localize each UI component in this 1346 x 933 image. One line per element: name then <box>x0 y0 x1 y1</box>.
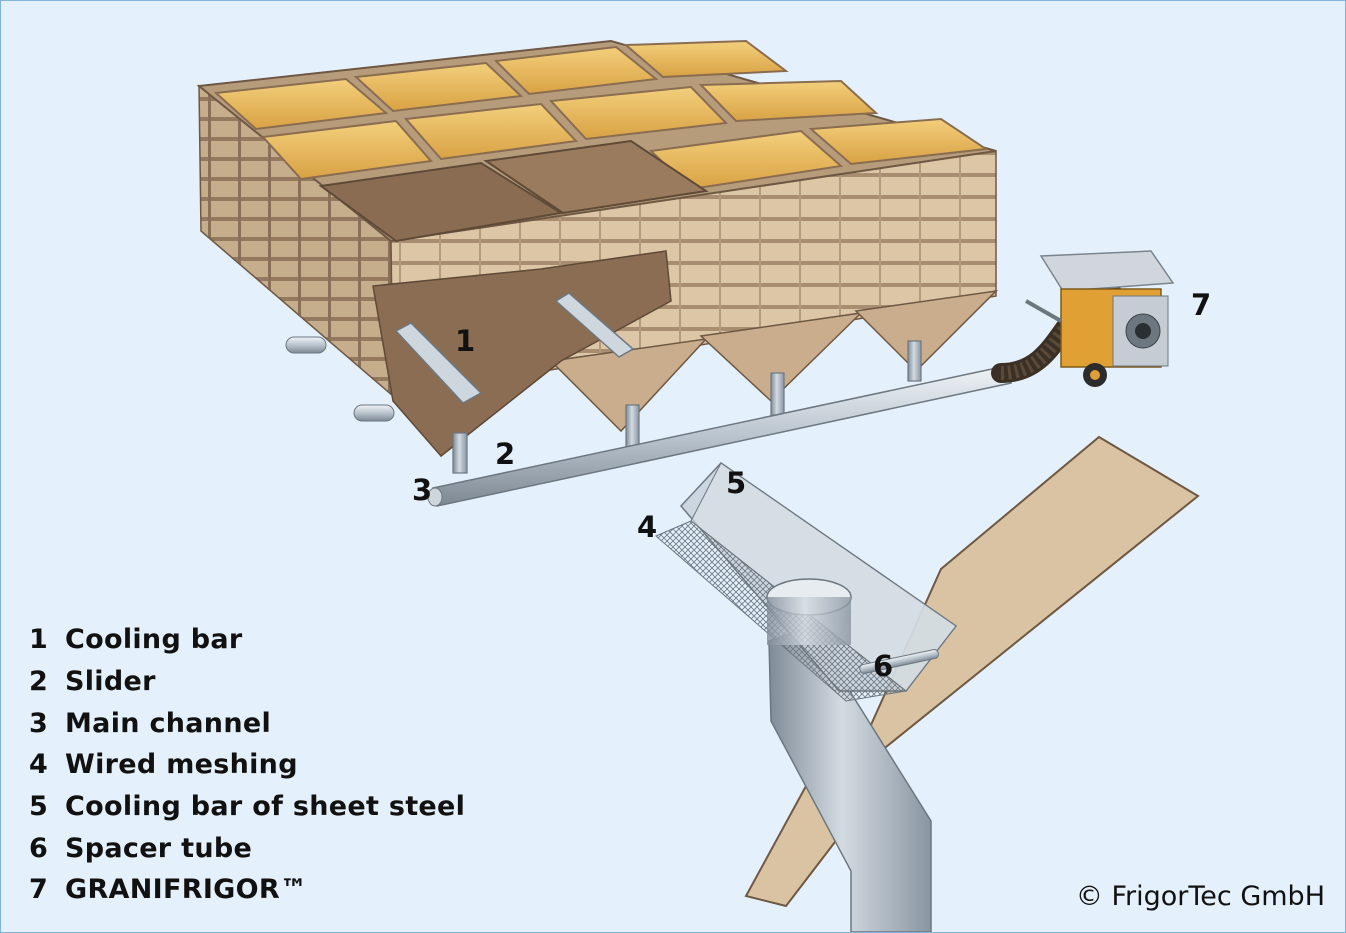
callout-6: 6 <box>873 649 894 683</box>
callout-3: 3 <box>412 473 433 507</box>
copyright-notice: © FrigorTec GmbH <box>1075 881 1325 912</box>
detail-cooling-bar <box>655 435 1200 932</box>
granifrigor-unit <box>991 250 1175 387</box>
silo-block <box>196 39 999 474</box>
callout-7: 7 <box>1191 288 1212 322</box>
callout-2: 2 <box>495 437 516 471</box>
callout-5: 5 <box>726 466 747 500</box>
callout-4: 4 <box>637 510 658 544</box>
callout-1: 1 <box>455 324 476 358</box>
main-channel-pipe <box>427 365 1012 507</box>
